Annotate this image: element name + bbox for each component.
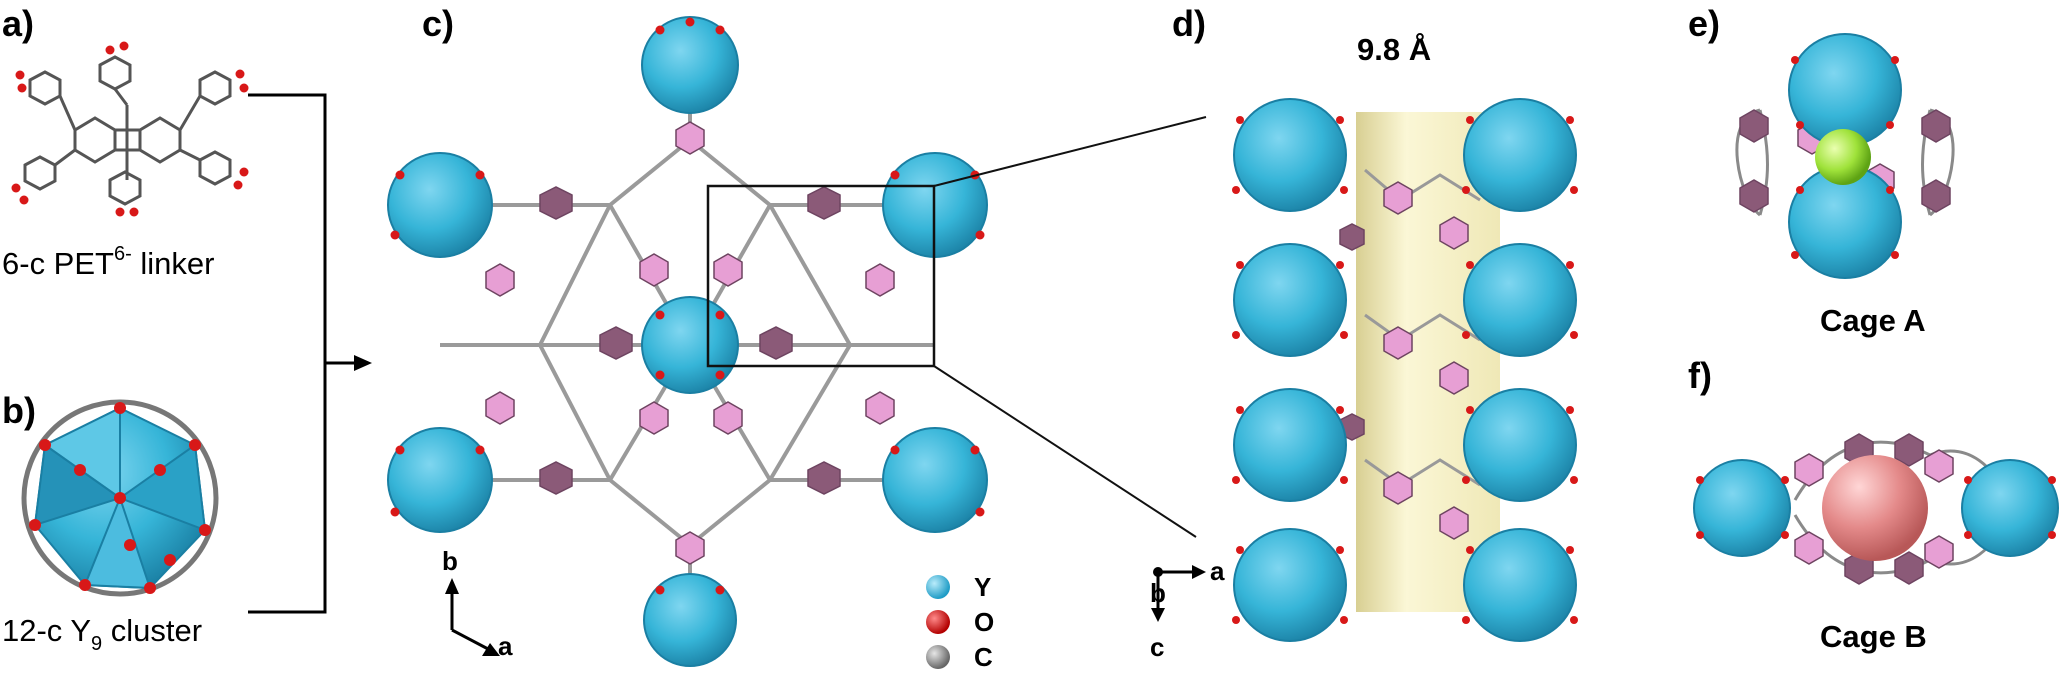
- panel-d-axis-b: b: [1150, 578, 1166, 608]
- cage-b-guest-sphere: [1822, 455, 1928, 561]
- zoom-projection-lines: [933, 116, 1207, 538]
- panel-f-label: f): [1688, 355, 1712, 396]
- cage-b-oxygens: [1696, 476, 2056, 539]
- panel-d-axis-a: a: [1210, 556, 1225, 586]
- panel-c-axis-b: b: [442, 546, 458, 576]
- cage-b-cluster-right: [1961, 459, 2059, 557]
- panel-d: d) 9.8 Å: [1150, 3, 1578, 662]
- cage-b-cluster-left: [1693, 459, 1791, 557]
- legend-y-label: Y: [974, 572, 991, 602]
- panel-b: b) 12-c Y9 cluster: [2, 390, 219, 655]
- panel-f: f) Cage B: [1688, 355, 2059, 654]
- cluster-node-center: [641, 296, 739, 394]
- axis-out-of-plane-icon: [1153, 567, 1163, 577]
- legend-o-icon: [926, 610, 950, 634]
- cluster-node-top: [641, 16, 739, 114]
- panel-c-axes: [450, 590, 491, 652]
- panel-e-label: e): [1688, 3, 1720, 44]
- zoom-region-box: [706, 184, 936, 368]
- cluster-oxygens: [29, 402, 211, 594]
- framework-clusters: [387, 16, 988, 667]
- panel-a-caption: 6-c PET6- linker: [2, 243, 214, 281]
- panel-a-label: a): [2, 3, 34, 44]
- channel-clusters-left: [1233, 98, 1347, 642]
- legend-y-icon: [926, 575, 950, 599]
- cluster-node-bottom: [643, 573, 737, 667]
- cage-a-oxygens: [1791, 56, 1899, 259]
- legend-c-icon: [926, 645, 950, 669]
- channel-width-label: 9.8 Å: [1357, 32, 1431, 67]
- panel-e: e) Cage A: [1688, 3, 1955, 338]
- cage-a-caption: Cage A: [1820, 303, 1926, 338]
- arrow-head-icon: [354, 355, 372, 371]
- panel-c-label: c): [422, 3, 454, 44]
- pet-linker-structure: [23, 55, 232, 206]
- panel-c: c): [387, 3, 994, 672]
- cluster-node-lower-left: [387, 427, 493, 533]
- cage-b-rings: [1794, 433, 1954, 585]
- panel-b-label: b): [2, 390, 36, 431]
- channel-oxygens: [1232, 116, 1578, 624]
- cluster-node-lower-right: [882, 427, 988, 533]
- linker-oxygens: [11, 41, 249, 217]
- axis-arrow-icon: [1151, 608, 1165, 622]
- framework-rings: [485, 121, 895, 565]
- panel-d-label: d): [1172, 3, 1206, 44]
- pore-channel-cylinder: [1356, 112, 1500, 612]
- axis-arrow-icon: [482, 643, 500, 656]
- panel-d-axis-c: c: [1150, 632, 1164, 662]
- combination-bracket: [248, 93, 360, 614]
- channel-linkers: [1364, 168, 1481, 487]
- legend-o-label: O: [974, 607, 994, 637]
- panel-a: a) 6-c P: [2, 3, 249, 281]
- cluster-node-upper-left: [387, 152, 493, 258]
- cage-b-caption: Cage B: [1820, 619, 1927, 654]
- panel-d-axes: [1156, 570, 1196, 612]
- legend-c-label: C: [974, 642, 993, 672]
- axis-arrow-icon: [445, 578, 459, 594]
- element-legend: Y O C: [926, 572, 994, 672]
- panel-b-caption: 12-c Y9 cluster: [2, 613, 202, 655]
- framework-oxygens: [390, 17, 985, 595]
- axis-arrow-icon: [1192, 565, 1206, 579]
- panel-c-axis-a: a: [498, 631, 513, 661]
- cage-a-guest-sphere: [1815, 129, 1871, 185]
- channel-clusters-right: [1463, 98, 1577, 642]
